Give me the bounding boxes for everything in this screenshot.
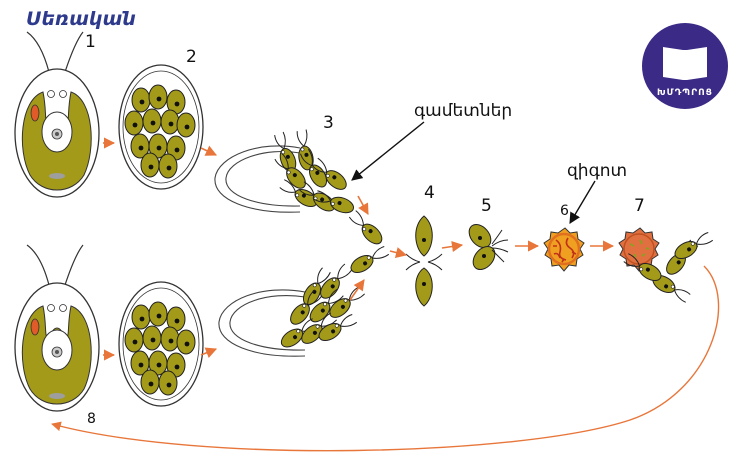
stage-number-8: 8 xyxy=(87,411,96,427)
zygote-label: զիգոտ xyxy=(567,161,627,181)
dividing-cell-bottom xyxy=(118,281,204,407)
approaching-gametes xyxy=(346,208,391,277)
diagram-title: Սեռական xyxy=(26,8,136,30)
released-gametes-top xyxy=(214,128,357,217)
adult-cell-bottom xyxy=(14,244,100,412)
dividing-cell-top xyxy=(118,64,204,190)
stage-number-2: 2 xyxy=(186,47,197,67)
stage-number-4: 4 xyxy=(424,183,435,203)
zygote-cyst xyxy=(543,227,585,272)
stage-number-3: 3 xyxy=(323,113,334,133)
stage-number-1: 1 xyxy=(85,32,96,52)
school-logo: ԽՄԴՊՐՈՑ xyxy=(642,23,728,109)
label-arrows xyxy=(351,121,596,224)
stage-number-5: 5 xyxy=(481,196,492,216)
open-book-icon xyxy=(663,47,707,80)
flagellated-zygote xyxy=(468,223,509,271)
germinating-zygote xyxy=(618,227,715,305)
gametes-label: գամետներ xyxy=(414,101,512,121)
stage-number-6: 6 xyxy=(560,203,569,219)
cycle-arrows xyxy=(51,137,720,452)
adult-cell-top xyxy=(14,31,100,198)
logo-text: ԽՄԴՊՐՈՑ xyxy=(657,88,713,98)
stage-number-7: 7 xyxy=(634,196,645,216)
released-gametes-bottom xyxy=(218,261,367,357)
gamete-fusion xyxy=(405,215,443,307)
